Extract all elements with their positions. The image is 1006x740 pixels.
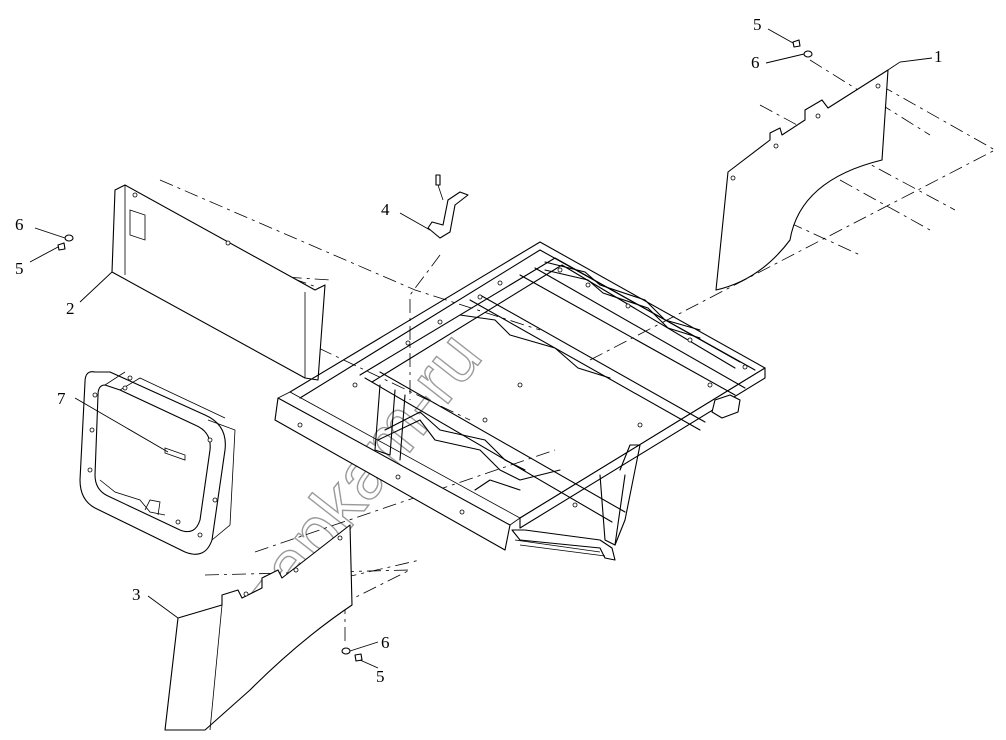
washer-6-top [803,50,813,58]
part-4-bracket [427,174,469,239]
callout-7: 7 [57,389,66,408]
callout-3: 3 [132,585,141,604]
fasteners [57,39,813,662]
callout-labels: 1 5 6 6 5 2 4 7 3 6 5 [15,15,943,686]
washer-6-bottom [341,647,351,655]
screw-5-bottom [354,653,363,662]
part-3-side-panel-left [164,524,353,731]
callout-1: 1 [934,47,943,66]
callout-2: 2 [66,299,75,318]
part-2-back-panel-left [111,184,326,381]
main-chassis-frame [274,241,766,561]
callout-5-left: 5 [15,259,24,278]
callout-6-left: 6 [15,215,24,234]
leader-lines [29,28,933,669]
washer-6-left [64,234,74,242]
callout-6-top: 6 [751,53,760,72]
part-1-side-panel-right [715,69,889,291]
part-7-frame [79,371,236,555]
callout-4: 4 [381,200,390,219]
screw-5-left [57,242,66,251]
callout-6-bottom: 6 [381,633,390,652]
callout-5-top: 5 [753,15,762,34]
callout-5-bottom: 5 [376,667,385,686]
screw-5-top [792,39,801,48]
